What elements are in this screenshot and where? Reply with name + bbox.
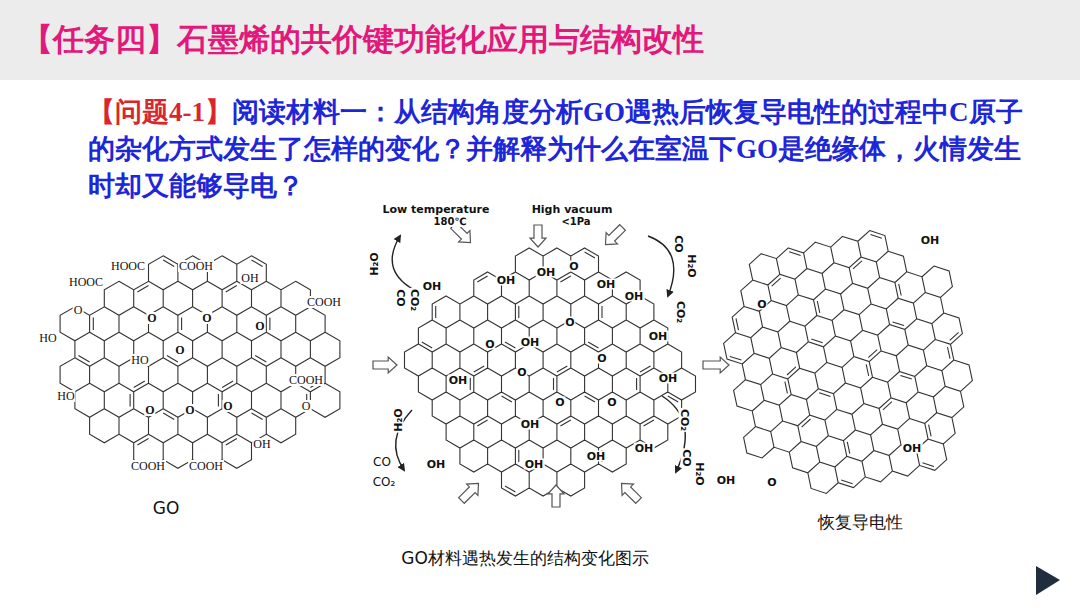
group-label: OH [448,375,469,386]
gas-label: H₂O [393,407,404,432]
group-label: OH [624,291,645,302]
group-label: HO [130,354,149,366]
hollow-arrow [459,484,479,504]
hollow-arrow [530,225,546,247]
panel-label: 恢复导电性 [818,511,903,534]
hexagon-lattice [60,256,340,468]
group-label: O [174,344,185,356]
hexagon-lattice [724,231,973,494]
gas-label: CO₂ [679,408,690,432]
group-label: OH [252,438,271,450]
group-label: COOH [130,460,166,472]
group-label: O [606,397,617,408]
gas-label: H₂O [694,461,705,486]
group-label: O [766,477,777,488]
gas-label: CO [681,448,692,467]
gas-label: CO [395,288,406,307]
group-label: COOH [288,374,324,386]
group-label: O [144,404,155,416]
group-label: O [201,312,212,324]
gas-label: CO₂ [409,288,420,312]
play-button [1036,566,1060,595]
condition-label: <1Pa [560,217,591,227]
panel-label: GO [153,498,180,518]
group-label: OH [426,459,447,470]
group-label: OH [536,267,557,278]
group-label: O [596,353,607,364]
group-label: OH [596,279,617,290]
gas-label: CO [673,234,684,253]
condition-label: 180℃ [433,217,468,227]
hexagon-lattice [405,248,696,496]
hollow-arrow [548,485,564,507]
group-label: O [301,400,312,412]
group-label: OH [658,373,679,384]
figure-caption: GO材料遇热发生的结构变化图示 [401,547,649,570]
group-label: HOOC [110,260,146,272]
group-label: OH [648,331,669,342]
hollow-arrow [606,225,626,245]
group-label: O [756,299,767,310]
group-label: COOH [306,296,342,308]
condition-label: High vacuum [531,204,614,215]
group-label: OH [520,419,541,430]
slide-title: 【任务四】石墨烯的共价键功能化应用与结构改性 [22,18,704,60]
group-label: OH [520,337,541,348]
group-label: OH [920,235,941,246]
group-label: OH [524,459,545,470]
group-label: O [254,320,265,332]
gas-label: H₂O [686,253,697,278]
hollow-arrow [622,484,642,504]
group-label: COOH [178,260,214,272]
group-label: O [222,400,233,412]
group-label: O [73,304,84,316]
group-label: O [516,367,527,378]
group-label: O [484,339,495,350]
group-label: O [564,317,575,328]
hollow-arrow [373,357,397,373]
gas-label: H₂O [369,251,380,276]
group-label: OH [716,475,737,486]
question-number: 【问题4-1】 [88,97,232,127]
gas-label: CO₂ [372,476,397,488]
hollow-arrow [703,357,729,373]
group-label: OH [586,451,607,462]
group-label: HO [56,390,75,402]
group-label: OH [634,443,655,454]
group-label: O [146,312,157,324]
group-label: O [568,261,579,272]
group-label: O [554,397,565,408]
condition-label: Low temperature [382,204,491,215]
gas-label: CO [372,456,392,468]
question-block: 【问题4-1】阅读材料一：从结构角度分析GO遇热后恢复导电性的过程中C原子的杂化… [88,94,1033,205]
group-label: OH [240,272,259,284]
group-label: COOH [188,460,224,472]
group-label: O [184,404,195,416]
gas-label: CO₂ [675,300,686,324]
group-label: HOOC [68,276,104,288]
group-label: OH [496,275,517,286]
group-label: OH [902,443,923,454]
group-label: OH [422,281,443,292]
group-label: HO [38,332,57,344]
